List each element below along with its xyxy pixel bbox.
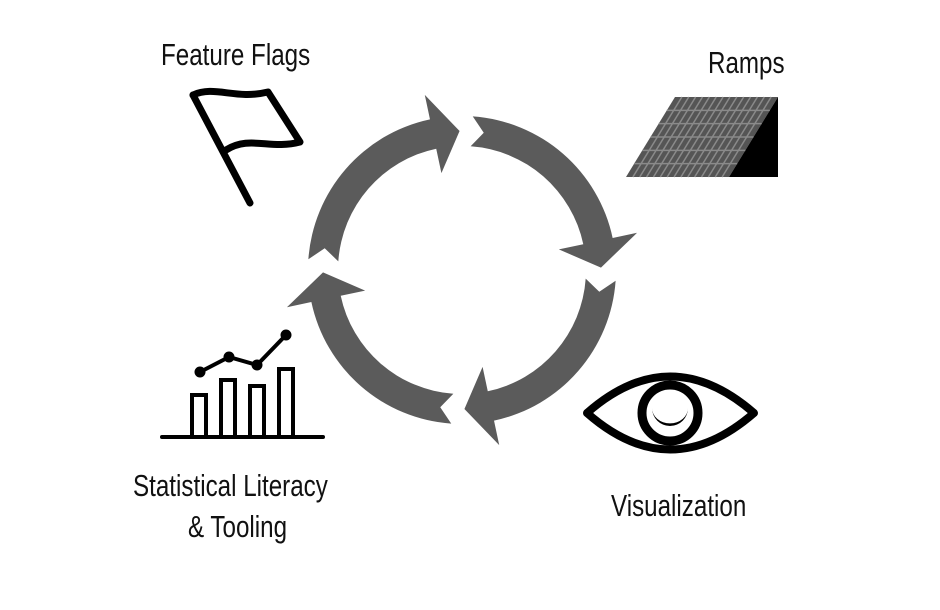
arrow-top	[308, 94, 460, 262]
ramps-label: Ramps	[708, 45, 785, 80]
cycle-arrows	[286, 94, 638, 446]
flag-icon	[189, 87, 304, 207]
statistics-chart-icon	[160, 329, 325, 439]
eye-icon	[583, 372, 758, 454]
feature-flags-label: Feature Flags	[161, 37, 311, 72]
arrow-right	[470, 116, 638, 268]
ramps-icon	[626, 96, 778, 178]
arrow-left	[286, 272, 454, 424]
statistical-literacy-label: Statistical Literacy	[133, 468, 328, 503]
arrow-bottom	[464, 278, 616, 446]
tooling-label: & Tooling	[188, 509, 288, 544]
visualization-label: Visualization	[611, 488, 747, 523]
